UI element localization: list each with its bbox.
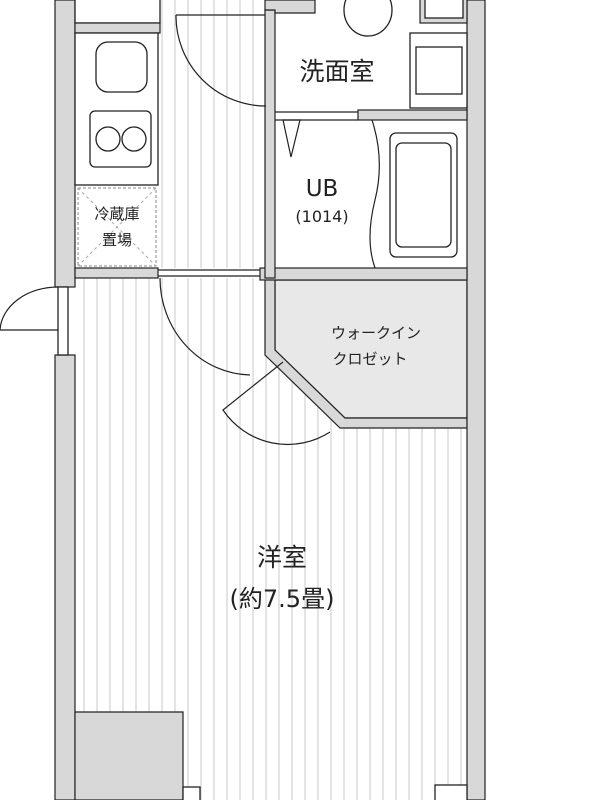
outlet — [434, 784, 468, 800]
outlet — [182, 786, 201, 800]
top-wall — [264, 0, 316, 14]
burner-icon — [121, 126, 147, 152]
kitchen-top-wall — [74, 22, 161, 34]
fridge-label: 冷蔵庫 — [94, 205, 139, 223]
bath-size-label: (1014) — [295, 207, 348, 226]
center-wall — [264, 9, 276, 279]
left-outer-wall-lower — [54, 354, 76, 800]
sink — [95, 41, 148, 93]
bath-bottom-wall — [259, 267, 468, 281]
storage-box — [74, 0, 161, 24]
bath-partition — [369, 119, 380, 269]
burner-icon — [95, 126, 121, 152]
hallway-floor — [158, 0, 265, 268]
western-room-size: (約7.5畳) — [230, 585, 335, 613]
bathtub-inner — [395, 142, 452, 248]
fridge-space — [77, 187, 157, 267]
fridge-label: 置場 — [102, 231, 132, 249]
right-outer-wall — [466, 0, 486, 800]
closet-label: クロゼット — [332, 350, 407, 368]
washing-machine-inner — [415, 46, 463, 95]
side-door-frame — [57, 286, 69, 356]
bath-top-wall — [357, 109, 468, 121]
left-outer-wall — [54, 0, 76, 288]
closet-door-swing[interactable] — [222, 361, 331, 446]
bottom-left-block — [74, 711, 184, 800]
cabinet — [424, 0, 464, 19]
kitchen-bottom-wall — [74, 267, 159, 279]
side-door-swing[interactable] — [0, 286, 59, 331]
toilet — [343, 0, 393, 37]
washroom-label: 洗面室 — [299, 57, 374, 86]
bath-door-marker — [282, 119, 301, 158]
entry-door-swing[interactable] — [175, 14, 267, 107]
closet-label: ウォークイン — [331, 324, 421, 342]
bath-label: UB — [306, 176, 339, 202]
western-room-label: 洋室 — [257, 543, 307, 572]
room-door-swing[interactable] — [159, 277, 251, 376]
